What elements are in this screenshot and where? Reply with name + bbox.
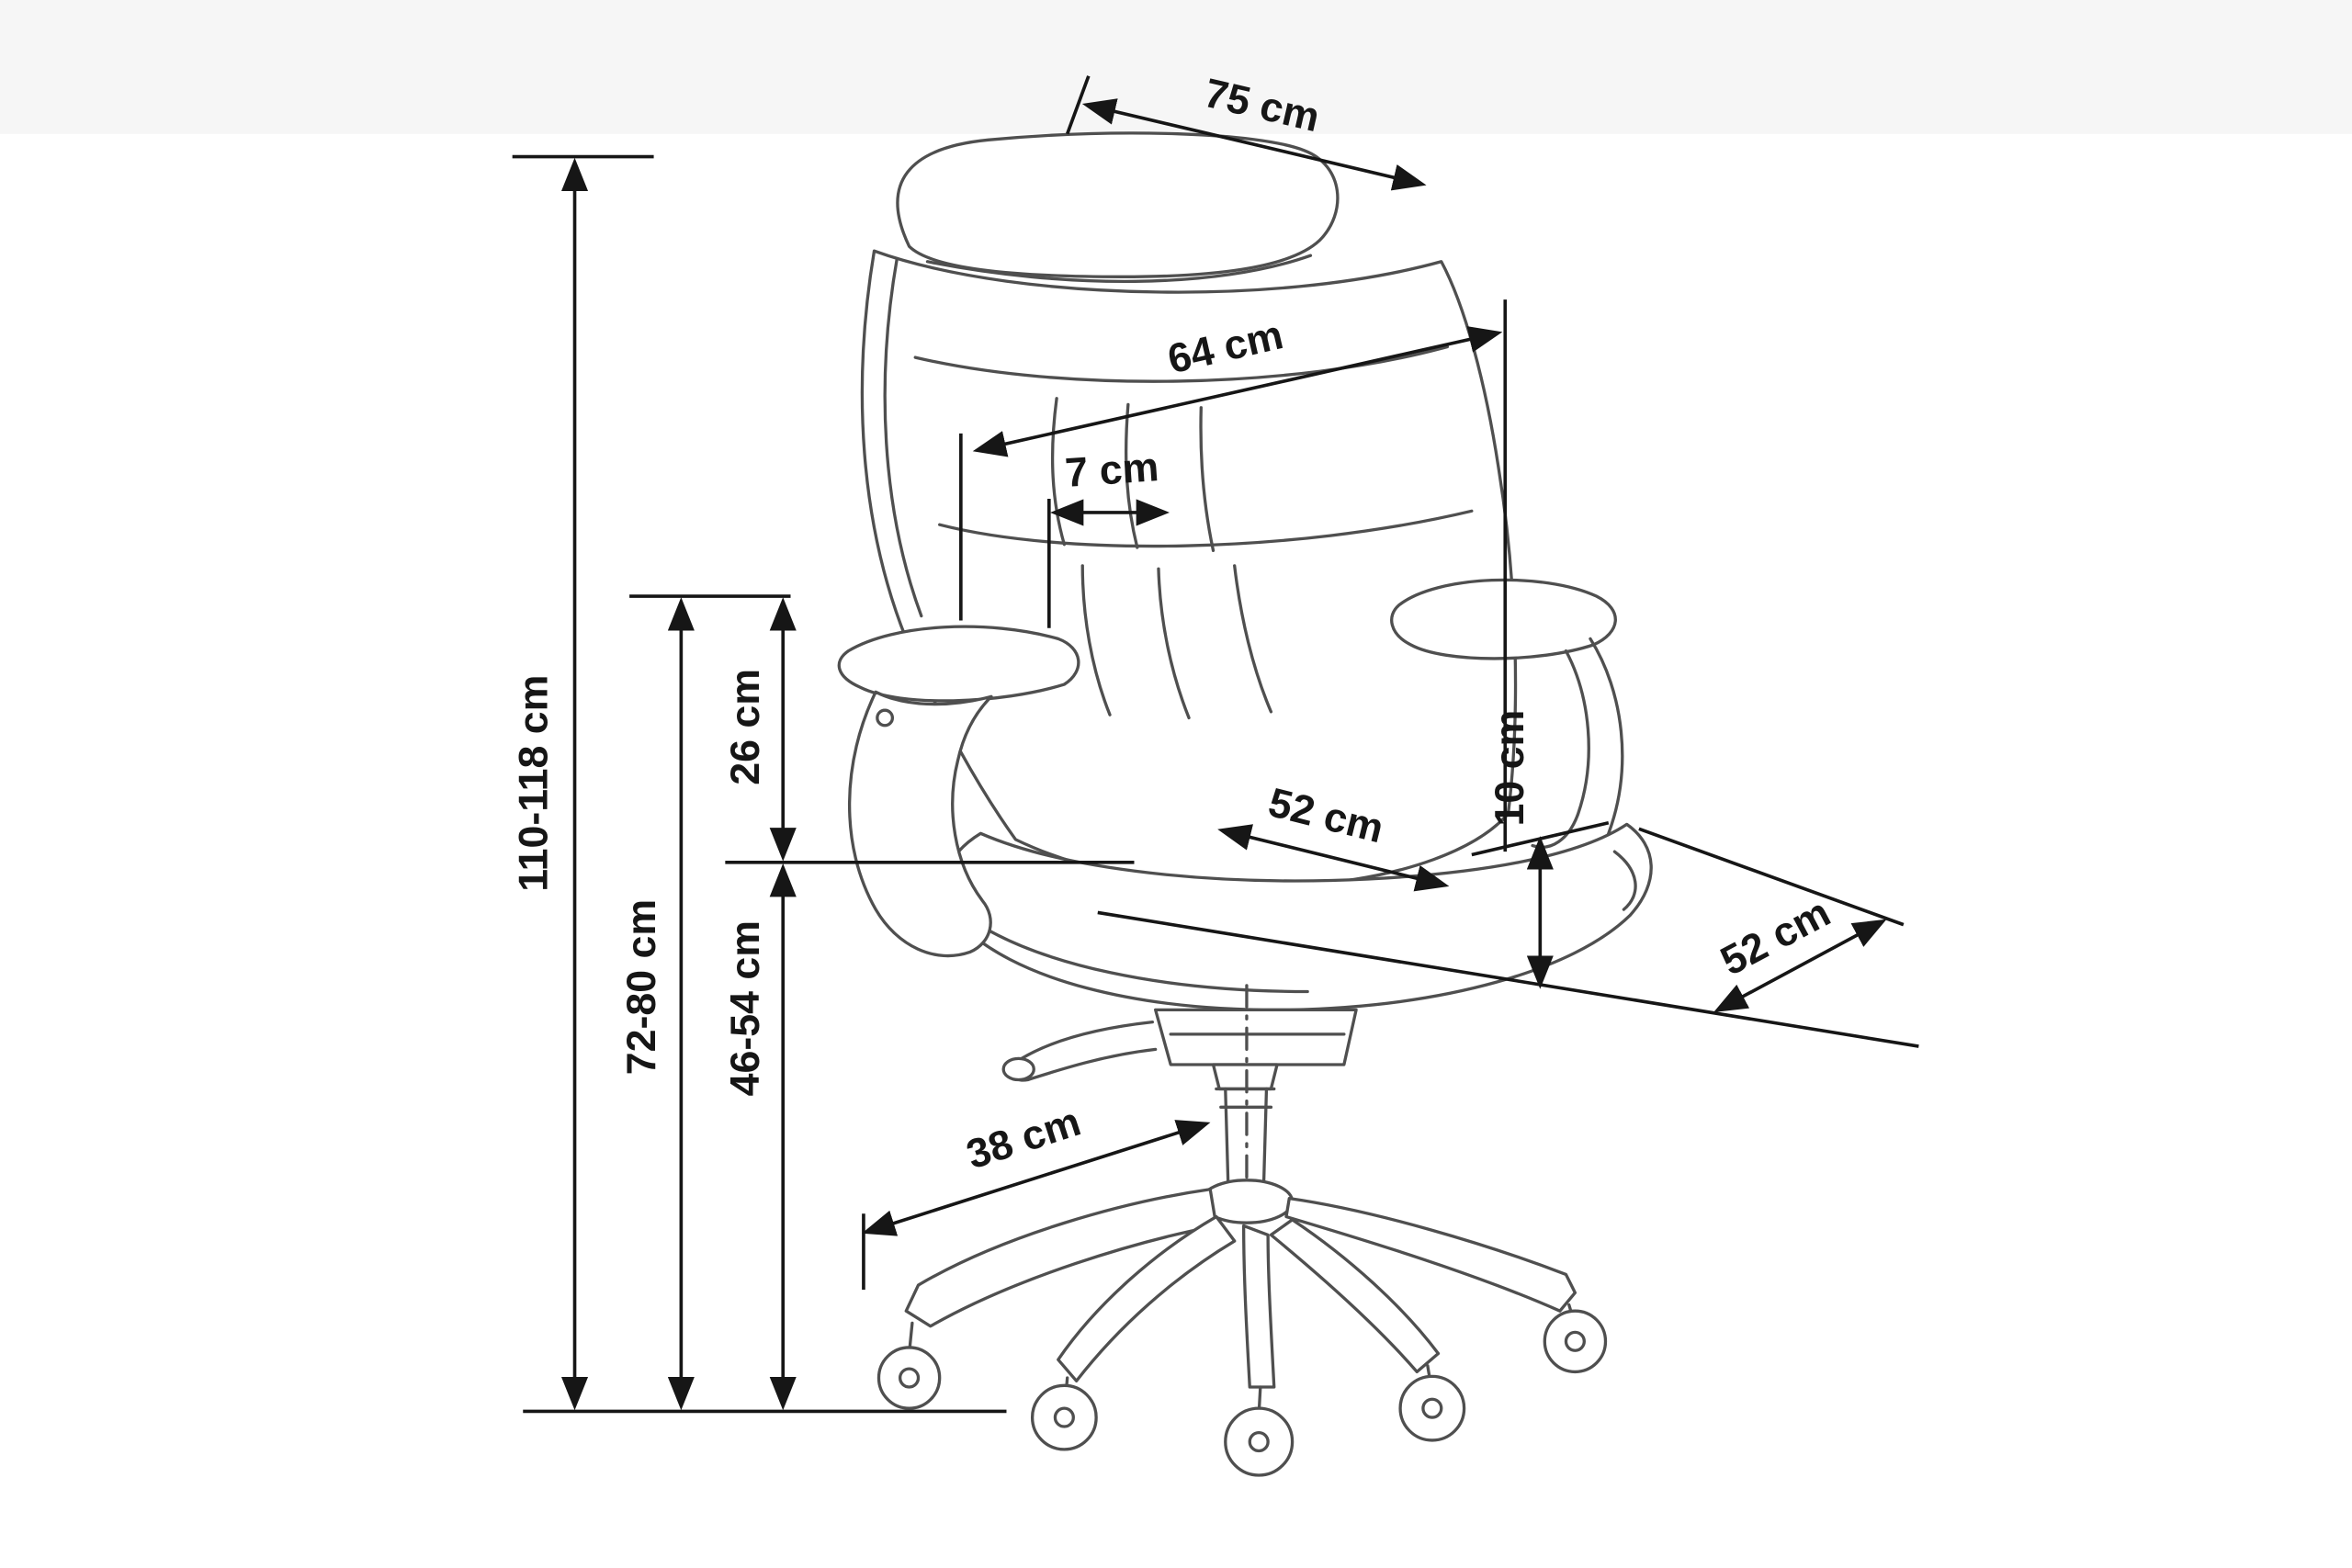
headrest bbox=[896, 131, 1340, 278]
caster-wheel bbox=[1543, 1309, 1608, 1374]
gas-lift-column bbox=[1224, 1087, 1230, 1198]
base-leg bbox=[1057, 1214, 1237, 1383]
caster-hub bbox=[1564, 1330, 1586, 1352]
seat-front-seam bbox=[959, 910, 1309, 994]
dim-label-base-radius: 38 cm bbox=[961, 1100, 1086, 1179]
dim-line-base-radius bbox=[862, 1120, 1211, 1236]
armrest-screw bbox=[876, 708, 895, 728]
ext-line-depth-upper bbox=[1638, 827, 1905, 927]
dim-line-seat-depth bbox=[1713, 919, 1887, 1012]
dim-label-armrest-gap: 7 cm bbox=[1064, 445, 1160, 496]
gas-lift-column bbox=[1261, 1087, 1269, 1198]
caster-wheel bbox=[1030, 1383, 1098, 1451]
dim-label-seat-depth: 52 cm bbox=[1713, 890, 1838, 985]
dim-label-backrest-to-seat: 26 cm bbox=[723, 669, 768, 785]
dim-line-width-top bbox=[1081, 98, 1427, 191]
dim-label-cushion-height: 10 cm bbox=[1487, 710, 1532, 827]
quilt-line bbox=[1157, 567, 1191, 720]
armrest-right-loop-inner bbox=[1531, 649, 1590, 849]
caster-hub bbox=[1248, 1430, 1270, 1453]
caster-wheel bbox=[1224, 1406, 1295, 1477]
caster-hub bbox=[898, 1367, 921, 1389]
base-leg bbox=[1284, 1197, 1577, 1313]
ext-line-depth-lower bbox=[1097, 910, 1919, 1048]
quilt-line bbox=[1080, 564, 1112, 716]
tilt-lever-knob bbox=[1001, 1056, 1035, 1082]
backrest-mid-seam bbox=[938, 509, 1474, 548]
dim-label-height-total: 110-118 cm bbox=[512, 675, 557, 892]
quilt-line bbox=[1233, 564, 1273, 714]
seat-mechanism bbox=[1154, 1008, 1358, 1066]
dim-label-height-armrest: 72-80 cm bbox=[619, 899, 664, 1075]
caster-wheel bbox=[1398, 1374, 1466, 1442]
caster-wheel bbox=[876, 1346, 942, 1410]
base-leg bbox=[1269, 1218, 1441, 1374]
seat-corner-seam bbox=[1612, 850, 1637, 911]
headrest-seam bbox=[925, 254, 1313, 284]
page-top-band bbox=[0, 0, 2352, 134]
dimension-lines bbox=[512, 75, 1919, 1414]
caster-hub bbox=[1421, 1397, 1443, 1419]
dim-line-seat-width bbox=[1217, 824, 1450, 892]
dim-label-height-seat: 46-54 cm bbox=[723, 920, 768, 1096]
ext-tick-top-width bbox=[1065, 75, 1091, 135]
base-leg bbox=[1241, 1224, 1276, 1389]
dim-line-width-back bbox=[972, 326, 1503, 457]
caster-hub bbox=[1053, 1406, 1075, 1428]
backrest-side-seam bbox=[883, 256, 923, 618]
armrest-left-loop bbox=[847, 690, 993, 958]
armrest-left-pad bbox=[837, 625, 1080, 703]
